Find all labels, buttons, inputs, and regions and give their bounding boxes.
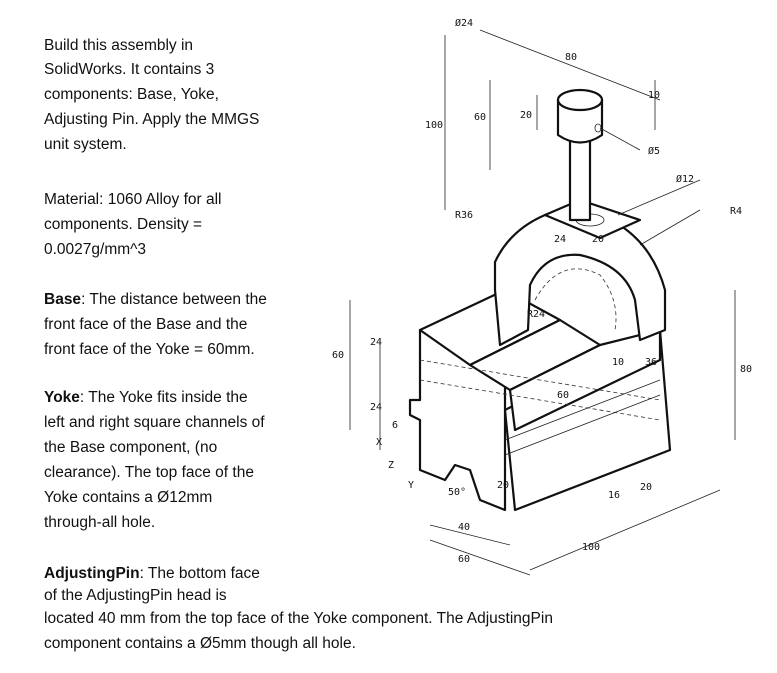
dim-label: 40 <box>458 522 470 533</box>
slot-edge <box>504 394 661 456</box>
dim-line <box>599 127 641 151</box>
pin-hole <box>594 123 602 133</box>
base-component <box>408 288 672 512</box>
slot-edge <box>504 379 661 441</box>
dim-line <box>529 489 721 571</box>
dim-label: 20 <box>497 480 509 491</box>
dim-label: 60 <box>332 350 344 361</box>
dim-line <box>617 179 701 216</box>
dim-label: Ø5 <box>648 145 660 157</box>
hidden-edge <box>419 379 661 421</box>
dim-label: 60 <box>557 390 569 401</box>
dim-label: R24 <box>527 309 545 320</box>
dim-label: 20 <box>592 234 604 245</box>
dim-line <box>639 209 701 246</box>
pin-head-side <box>556 98 604 144</box>
yoke-line: through-all hole. <box>44 514 156 531</box>
base-top-right <box>508 328 662 432</box>
intro-line: unit system. <box>44 136 127 153</box>
base-front-face <box>408 328 507 512</box>
dimension-lines <box>349 29 736 576</box>
yoke-line: the Base component, (no <box>44 439 218 456</box>
intro-line: Build this assembly in <box>44 37 194 54</box>
dim-line <box>429 539 531 576</box>
dim-label: 10 <box>612 357 624 368</box>
dim-line <box>479 29 661 101</box>
pin-head-top <box>556 88 604 112</box>
dim-label: 10 <box>648 90 660 101</box>
base-line: front face of the Base and the <box>44 316 248 333</box>
pin-shaft <box>568 133 592 222</box>
material-line: components. Density = <box>44 216 203 233</box>
material-line: Material: 1060 Alloy for all <box>44 191 222 208</box>
pin-line: of the AdjustingPin head is <box>44 587 227 604</box>
yoke-heading: Yoke <box>44 389 80 406</box>
yoke-component <box>493 198 667 347</box>
adjusting-pin-component <box>556 88 604 222</box>
dim-label: 20 <box>640 482 652 493</box>
dim-label: 60 <box>474 112 486 123</box>
intro-line: components: Base, Yoke, <box>44 86 219 103</box>
dim-label: Z <box>388 460 394 471</box>
dim-label: R36 <box>455 210 473 221</box>
pin-line: : The bottom face <box>139 565 260 582</box>
base-heading: Base <box>44 291 82 308</box>
yoke-line: clearance). The top face of the <box>44 464 254 481</box>
dim-label: R4 <box>730 206 742 217</box>
dim-label: X <box>376 437 382 448</box>
yoke-line: Yoke contains a Ø12mm <box>44 489 213 506</box>
dimension-labels: Ø24 80 10 Ø5 Ø12 R4 100 60 20 R36 24 20 … <box>332 17 752 565</box>
dim-label: 24 <box>554 234 566 245</box>
material-line: 0.0027g/mm^3 <box>44 241 147 258</box>
dim-label: 6 <box>392 420 398 431</box>
dim-label: 80 <box>565 52 577 63</box>
yoke-line: : The Yoke fits inside the <box>79 389 248 406</box>
yoke-hidden-arc <box>534 268 617 331</box>
yoke-top-face <box>543 198 642 240</box>
dim-label: 36 <box>645 357 657 368</box>
dim-label: 60 <box>458 554 470 565</box>
dim-label: 24 <box>370 337 382 348</box>
dim-label: 80 <box>740 364 752 375</box>
base-line: : The distance between the <box>81 291 267 308</box>
pin-line: component contains a Ø5mm though all hol… <box>44 635 356 652</box>
dim-line <box>429 524 511 546</box>
dim-label: 50° <box>448 487 466 498</box>
pin-heading: AdjustingPin <box>44 565 140 582</box>
intro-line: SolidWorks. It contains 3 <box>44 61 215 78</box>
dim-label: 20 <box>520 110 532 121</box>
intro-line: Adjusting Pin. Apply the MMGS <box>44 111 260 128</box>
yoke-arch <box>493 213 667 347</box>
dim-label: 100 <box>582 542 600 553</box>
dim-label: Ø24 <box>455 17 473 29</box>
base-line: front face of the Yoke = 60mm. <box>44 341 255 358</box>
pin-line: located 40 mm from the top face of the Y… <box>44 610 553 627</box>
dim-label: Y <box>408 480 414 491</box>
dim-label: Ø12 <box>676 173 694 185</box>
dim-label: 16 <box>608 490 620 501</box>
yoke-line: left and right square channels of <box>44 414 265 431</box>
hidden-edge <box>419 359 661 401</box>
dim-label: 100 <box>425 120 443 131</box>
dim-label: 24 <box>370 402 382 413</box>
